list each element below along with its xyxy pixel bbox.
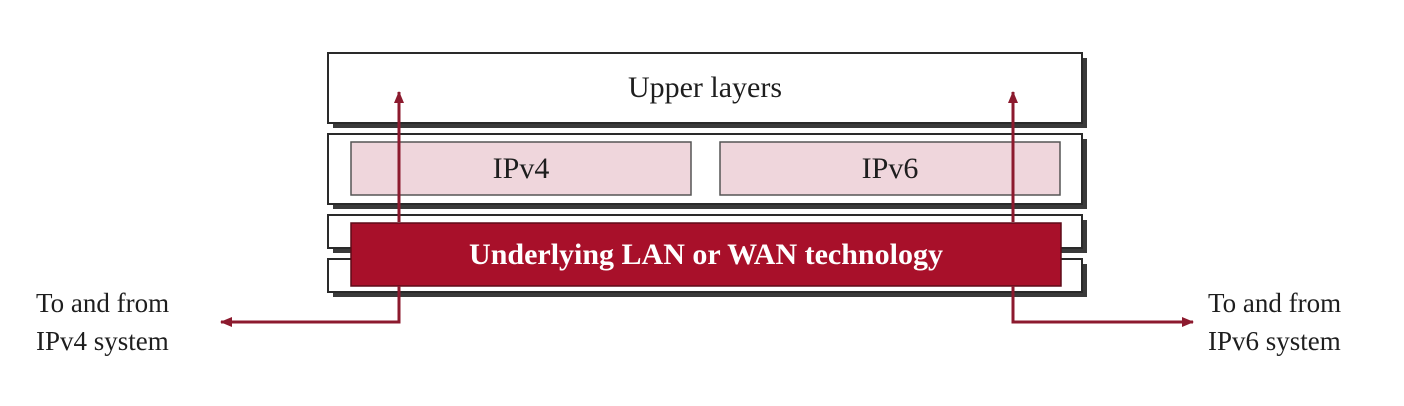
underlying-technology-bar <box>350 222 1062 287</box>
ipv6-label: IPv6 <box>861 152 919 185</box>
ipv4-system-line2: IPv4 system <box>36 326 169 356</box>
ipv6-system-label: To and from IPv6 system <box>1208 284 1341 360</box>
ipv6-box <box>719 141 1061 196</box>
ipv4-system-line1: To and from <box>36 288 170 318</box>
ipv4-label: IPv4 <box>492 152 550 185</box>
ipv4-system-label: To and from IPv4 system <box>36 284 169 360</box>
upper-layers-frame <box>327 52 1087 128</box>
upper-layers-label: Upper layers <box>627 71 783 104</box>
underlying-technology-label: Underlying LAN or WAN technology <box>469 238 943 271</box>
ipv6-flow-arrows <box>1008 91 1194 327</box>
ipv6-system-line1: To and from <box>1208 288 1342 318</box>
ipv4-flow-arrows <box>220 91 404 327</box>
ipv4-box <box>350 141 692 196</box>
ipv6-system-line2: IPv6 system <box>1208 326 1341 356</box>
